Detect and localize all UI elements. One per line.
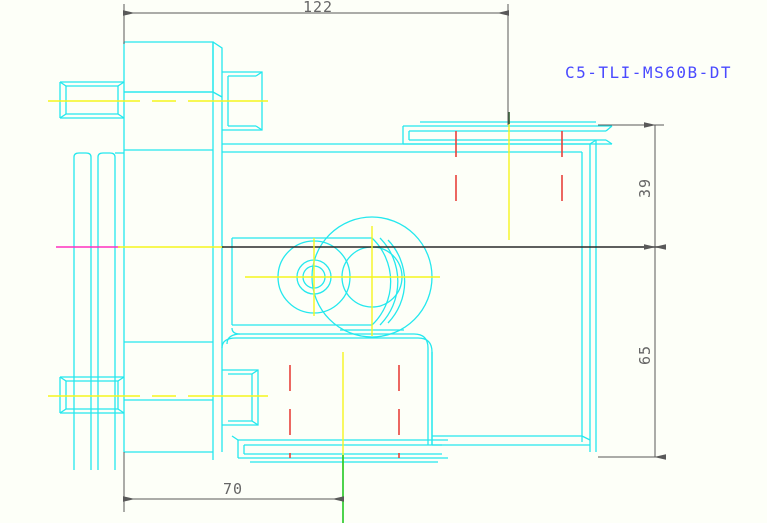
base-step-detail (432, 435, 591, 446)
centerlines (48, 100, 660, 523)
dimension-label-122: 122 (303, 0, 333, 16)
main-body-block (222, 139, 597, 452)
hidden-lines (289, 131, 563, 458)
dimension-39 (598, 122, 666, 250)
dimension-65 (598, 244, 666, 460)
part-number-label: C5-TLI-MS60B-DT (565, 63, 732, 82)
lower-left-stud (59, 376, 125, 414)
dimension-label-39: 39 (636, 178, 654, 198)
left-slot-fins (73, 152, 124, 470)
lower-housing (221, 333, 433, 445)
dimension-label-70: 70 (223, 480, 243, 498)
upper-left-stud (59, 81, 125, 119)
dimension-annotations (123, 4, 666, 512)
lower-boss (222, 369, 259, 426)
dimension-70 (123, 452, 344, 512)
part-outline-geometry (59, 41, 613, 470)
dimension-122 (123, 4, 509, 125)
dimension-label-65: 65 (636, 345, 654, 365)
